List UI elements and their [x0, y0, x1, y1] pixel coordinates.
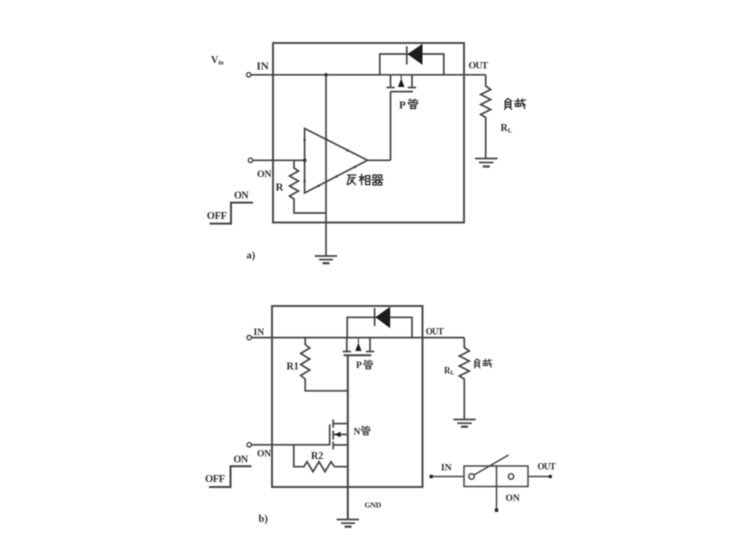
svg-text:IN: IN	[257, 61, 269, 73]
svg-text:OFF: OFF	[207, 211, 227, 222]
svg-text:R2: R2	[311, 451, 323, 462]
svg-text:OUT: OUT	[538, 462, 556, 472]
svg-text:P: P	[356, 361, 362, 371]
svg-text:ON: ON	[257, 169, 271, 180]
svg-text:N: N	[354, 428, 361, 438]
svg-text:ON: ON	[506, 494, 520, 504]
svg-text:b): b)	[259, 514, 269, 525]
svg-text:RL: RL	[444, 366, 455, 377]
svg-text:ON: ON	[234, 455, 249, 466]
svg-text:a): a)	[247, 251, 256, 262]
svg-text:P: P	[399, 100, 406, 112]
svg-text:R1: R1	[287, 362, 299, 373]
svg-text:IN: IN	[254, 328, 265, 338]
svg-text:ON: ON	[234, 191, 249, 202]
svg-text:R: R	[276, 182, 285, 194]
svg-text:GND: GND	[365, 501, 382, 510]
svg-text:OFF: OFF	[205, 474, 225, 485]
svg-text:RL: RL	[501, 123, 513, 135]
svg-text:IN: IN	[441, 464, 452, 474]
svg-text:Vin: Vin	[211, 55, 224, 67]
svg-text:ON: ON	[257, 450, 271, 460]
svg-text:OUT: OUT	[469, 61, 489, 72]
svg-text:OUT: OUT	[426, 327, 444, 337]
